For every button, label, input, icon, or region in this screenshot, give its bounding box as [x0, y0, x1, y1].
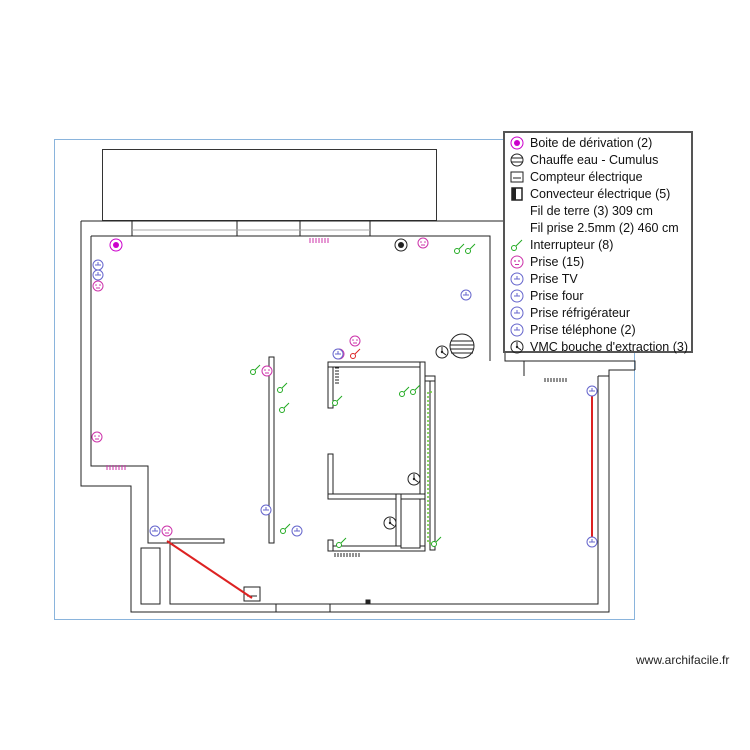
legend-item: Chauffe eau - Cumulus — [505, 151, 691, 168]
legend-item: Prise (15) — [505, 253, 691, 270]
special-outlet-icon — [586, 536, 598, 548]
outlet-wires — [166, 391, 593, 599]
switch-icon — [280, 523, 291, 534]
vmc-vent-icon — [435, 345, 449, 359]
legend-item: Prise four — [505, 287, 691, 304]
fridge-outlet-icon — [510, 306, 524, 320]
legend-item-label: Fil prise 2.5mm (2) 460 cm — [530, 220, 679, 235]
outlet-icon — [510, 255, 524, 269]
special-outlet-icon — [92, 259, 104, 271]
switch-icon — [279, 402, 290, 413]
junction-box-icon — [109, 238, 123, 252]
legend-item-label: Prise (15) — [530, 254, 585, 269]
switch-icon — [332, 395, 343, 406]
special-outlet-icon — [291, 525, 303, 537]
legend-item: Boite de dérivation (2) — [505, 134, 691, 151]
switch-icon — [510, 238, 524, 252]
electric-meter-icon — [243, 586, 261, 602]
vmc-vent-icon — [383, 516, 397, 530]
legend-item: Convecteur électrique (5) — [505, 185, 691, 202]
junction-box-icon — [394, 238, 408, 252]
switch-icon — [350, 348, 361, 359]
switch-icon — [336, 537, 347, 548]
legend-item-label: Convecteur électrique (5) — [530, 186, 671, 201]
electric-meter-icon — [510, 170, 524, 184]
legend-item: Prise TV — [505, 270, 691, 287]
legend-item: Fil prise 2.5mm (2) 460 cm — [505, 219, 691, 236]
switch-icon — [454, 243, 465, 254]
special-outlet-icon — [92, 269, 104, 281]
oven-outlet-icon — [510, 289, 524, 303]
legend-item-label: Compteur électrique — [530, 169, 643, 184]
special-outlet-icon — [149, 525, 161, 537]
switch-icon — [431, 536, 442, 547]
legend-item-label: Prise TV — [530, 271, 578, 286]
vmc-vent-icon — [510, 340, 524, 354]
legend-item: Prise réfrigérateur — [505, 304, 691, 321]
switch-icon — [277, 382, 288, 393]
legend-icon-empty — [510, 204, 524, 218]
legend-item-label: Prise téléphone (2) — [530, 322, 636, 337]
outlet-icon — [161, 525, 173, 537]
interior-walls — [140, 356, 436, 605]
outlet-icon — [261, 365, 273, 377]
switch-icon — [250, 364, 261, 375]
junction-box-icon — [510, 136, 524, 150]
legend-item: Interrupteur (8) — [505, 236, 691, 253]
legend-item-label: Prise réfrigérateur — [530, 305, 631, 320]
legend-item-label: Chauffe eau - Cumulus — [530, 152, 659, 167]
legend-item: Compteur électrique — [505, 168, 691, 185]
legend-item-label: Interrupteur (8) — [530, 237, 614, 252]
balcony-outline — [102, 149, 437, 221]
legend-item: Prise téléphone (2) — [505, 321, 691, 338]
phone-outlet-icon — [510, 323, 524, 337]
tv-outlet-icon — [510, 272, 524, 286]
legend-item: Fil de terre (3) 309 cm — [505, 202, 691, 219]
vmc-vent-icon — [407, 472, 421, 486]
convector-heater-icon — [510, 186, 524, 201]
outlet-icon — [417, 237, 429, 249]
outlet-icon — [91, 431, 103, 443]
legend-icon-empty — [510, 221, 524, 235]
legend-item: VMC bouche d'extraction (3) — [505, 338, 691, 355]
plan-frame — [54, 139, 635, 620]
water-heater-icon — [449, 333, 475, 359]
convector-heaters — [106, 238, 329, 470]
special-outlet-icon — [260, 504, 272, 516]
outlet-icon — [349, 335, 361, 347]
vmc-grilles — [334, 367, 567, 557]
legend-item-label: Fil de terre (3) 309 cm — [530, 203, 653, 218]
legend-item-label: VMC bouche d'extraction (3) — [530, 339, 689, 354]
watermark: www.archifacile.fr — [636, 653, 730, 667]
water-heater-icon — [510, 153, 524, 167]
switch-icon — [410, 384, 421, 395]
special-outlet-icon — [332, 348, 344, 360]
ground-wires — [427, 391, 434, 544]
legend-item-label: Boite de dérivation (2) — [530, 135, 653, 150]
legend-item-label: Prise four — [530, 288, 584, 303]
switch-icon — [465, 243, 476, 254]
legend-panel: Boite de dérivation (2) Chauffe eau - Cum… — [503, 131, 693, 355]
switch-icon — [399, 386, 410, 397]
special-outlet-icon — [586, 385, 598, 397]
outlet-icon — [92, 280, 104, 292]
special-outlet-icon — [460, 289, 472, 301]
